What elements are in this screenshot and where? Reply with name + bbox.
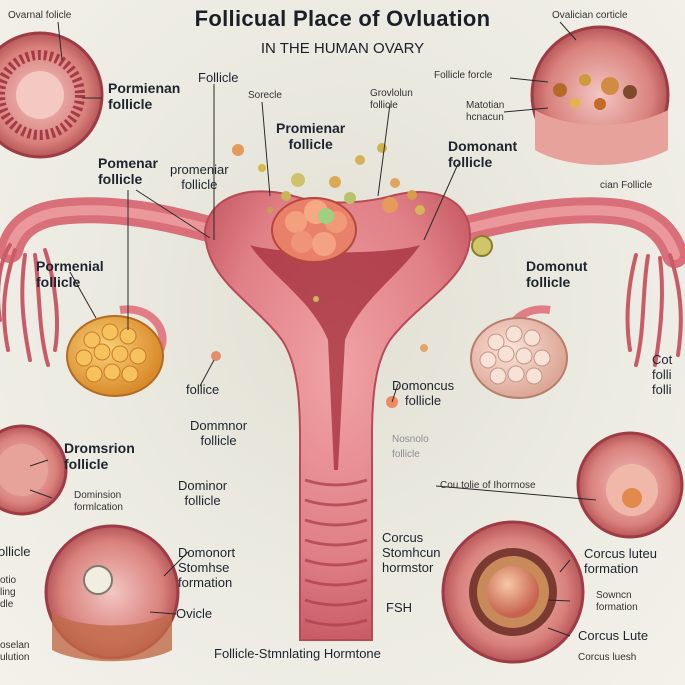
- label-ovarnal-folicle: Ovarnal folicle: [8, 10, 72, 21]
- leader-lines: [29, 21, 597, 637]
- cervix-rings: [304, 478, 368, 627]
- label-ovalician-corticle: Ovalician corticle: [552, 10, 628, 21]
- label-ovicle: Ovicle: [176, 606, 213, 621]
- label-follicle-forcle: Follicle forcle: [434, 70, 493, 81]
- label-follice-mid: follice: [186, 382, 220, 397]
- uterine-cavity: [250, 245, 420, 470]
- footer-caption: Follicle-Stmnlating Hormtone: [214, 646, 381, 661]
- right-fimbriae: [625, 253, 683, 367]
- right-ovary: [470, 305, 568, 399]
- right-middle-circle: [576, 431, 684, 539]
- left-middle-circle: [0, 424, 68, 516]
- label-cou-tolie: Cou tolie of Ihorrnose: [440, 480, 536, 491]
- scattered-follicles: [211, 143, 493, 408]
- left-ovary: [66, 305, 167, 397]
- label-sorecle: Sorecle: [248, 90, 282, 101]
- top-right-cortex-circle: [530, 25, 670, 165]
- label-cian-follicle: cian Follicle: [600, 180, 653, 191]
- page-subtitle: IN THE HUMAN OVARY: [260, 40, 425, 57]
- top-follicle-cluster: [271, 197, 357, 263]
- label-corcus-lute: Corcus Lute: [578, 628, 649, 643]
- top-left-follicle-circle: [0, 31, 104, 159]
- left-fimbriae: [0, 243, 59, 367]
- bottom-right-corpus-luteum-circle: [441, 520, 585, 664]
- label-follicle-top: Follicle: [198, 70, 239, 85]
- label-corcus-luesh: Corcus luesh: [578, 652, 637, 663]
- bottom-left-circle: [44, 524, 180, 662]
- label-left-edge-ollicle: ollicle: [0, 544, 31, 559]
- page-title: Follicual Place of Ovluation: [194, 6, 491, 31]
- label-fsh: FSH: [386, 600, 412, 615]
